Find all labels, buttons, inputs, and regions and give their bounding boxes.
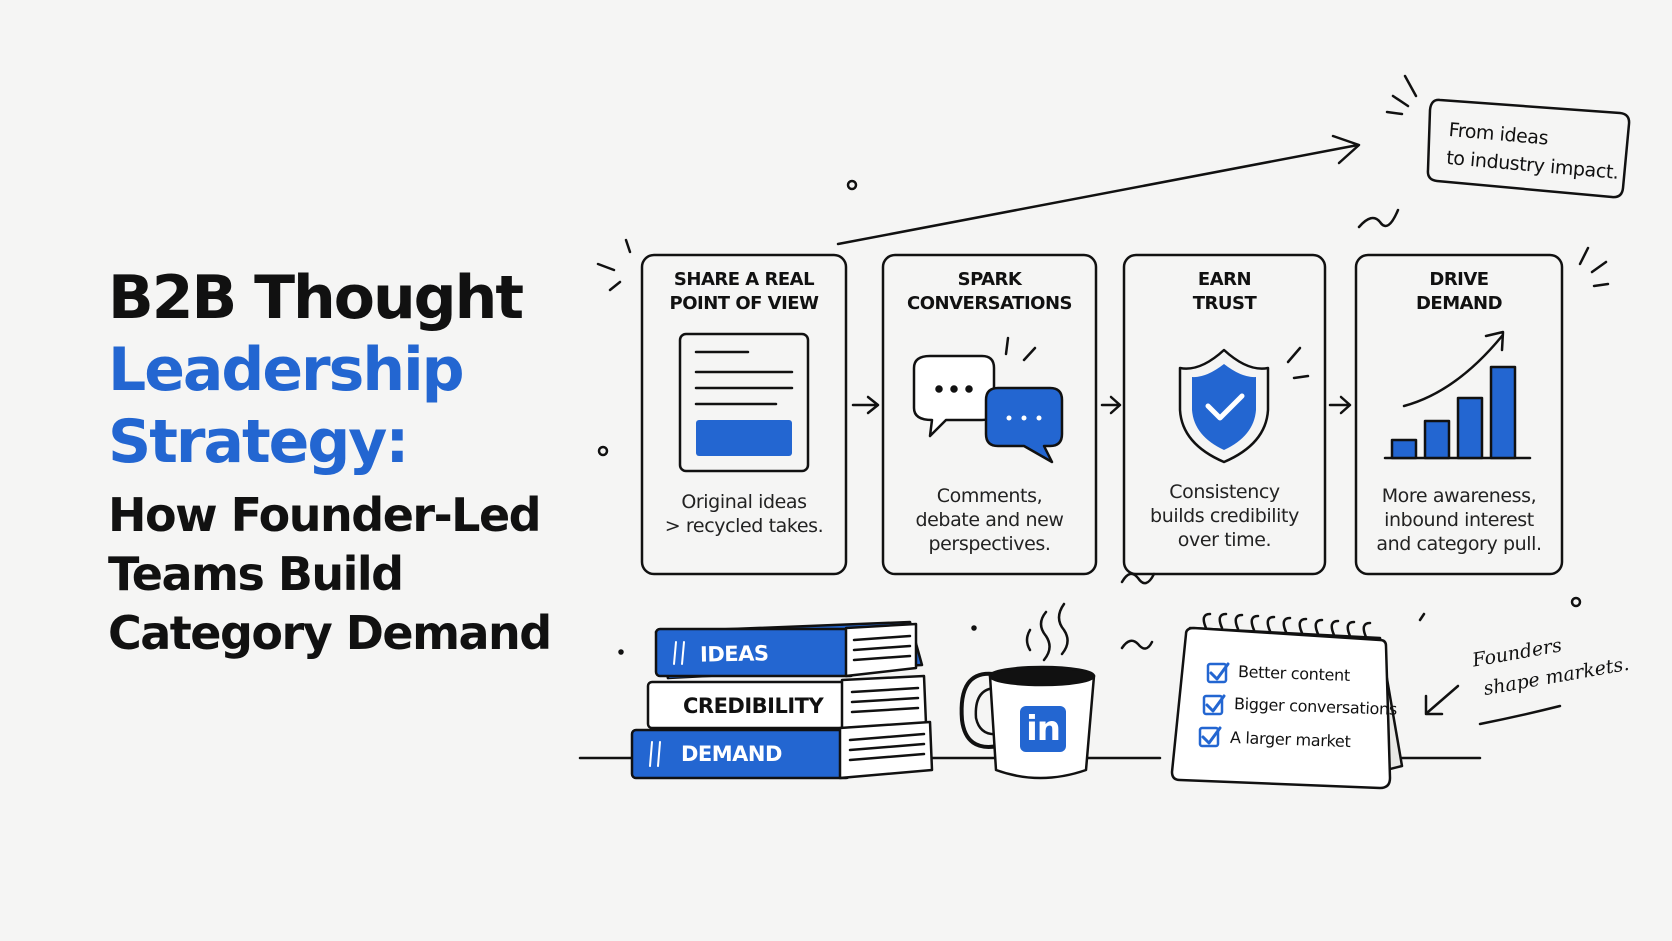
growth-chart-icon <box>1383 330 1532 460</box>
document-icon <box>678 332 810 473</box>
founders-arrow <box>1424 684 1460 716</box>
linkedin-logo: in <box>1026 709 1061 749</box>
book-label-ideas: IDEAS <box>699 641 769 667</box>
step-card-1 <box>640 253 848 576</box>
linkedin-mug <box>959 602 1096 780</box>
dot <box>846 179 858 191</box>
step-card-4 <box>1354 253 1564 576</box>
growth-arrow-head <box>1331 134 1361 165</box>
book-label-credibility: CREDIBILITY <box>683 694 824 718</box>
title-line-3: Strategy: <box>108 407 409 477</box>
growth-arrow-line <box>836 143 1360 246</box>
sparkle-left <box>596 238 632 292</box>
step-arrow-3 <box>1328 395 1352 415</box>
sparkle-founders <box>1418 612 1426 622</box>
squiggle-mid <box>1120 572 1156 585</box>
sparkle-note <box>1385 74 1418 116</box>
title-line-2: Leadership <box>108 335 465 405</box>
note-box <box>1426 98 1631 199</box>
step-1-desc: Original ideas> recycled takes. <box>664 491 824 537</box>
book-stack <box>630 620 934 780</box>
founders-underline <box>1478 704 1562 726</box>
title-block: B2B Thought Leadership Strategy: How Fou… <box>108 262 552 663</box>
book-label-demand: DEMAND <box>681 742 782 766</box>
subtitle-line-3: Category Demand <box>108 606 552 660</box>
dot <box>971 625 977 631</box>
squiggle-low <box>1120 639 1154 650</box>
squiggle-top <box>1357 208 1400 229</box>
shield-check-icon <box>1178 346 1310 464</box>
checklist-calendar <box>1170 612 1404 790</box>
subtitle: How Founder-Led Teams Build Category Dem… <box>108 486 552 663</box>
step-arrow-1 <box>851 395 880 415</box>
dot <box>618 649 624 655</box>
checklist-item-1: Better content <box>1237 662 1351 685</box>
step-card-3 <box>1122 253 1327 576</box>
chat-bubbles-icon <box>912 336 1064 464</box>
subtitle-line-1: How Founder-Led <box>108 488 542 542</box>
subtitle-line-2: Teams Build <box>108 547 404 601</box>
step-card-2 <box>881 253 1098 576</box>
title-line-1: B2B Thought <box>108 263 524 333</box>
dot <box>1570 596 1582 608</box>
step-arrow-2 <box>1100 395 1122 415</box>
sparkle-right <box>1578 246 1610 288</box>
dot <box>597 445 609 457</box>
